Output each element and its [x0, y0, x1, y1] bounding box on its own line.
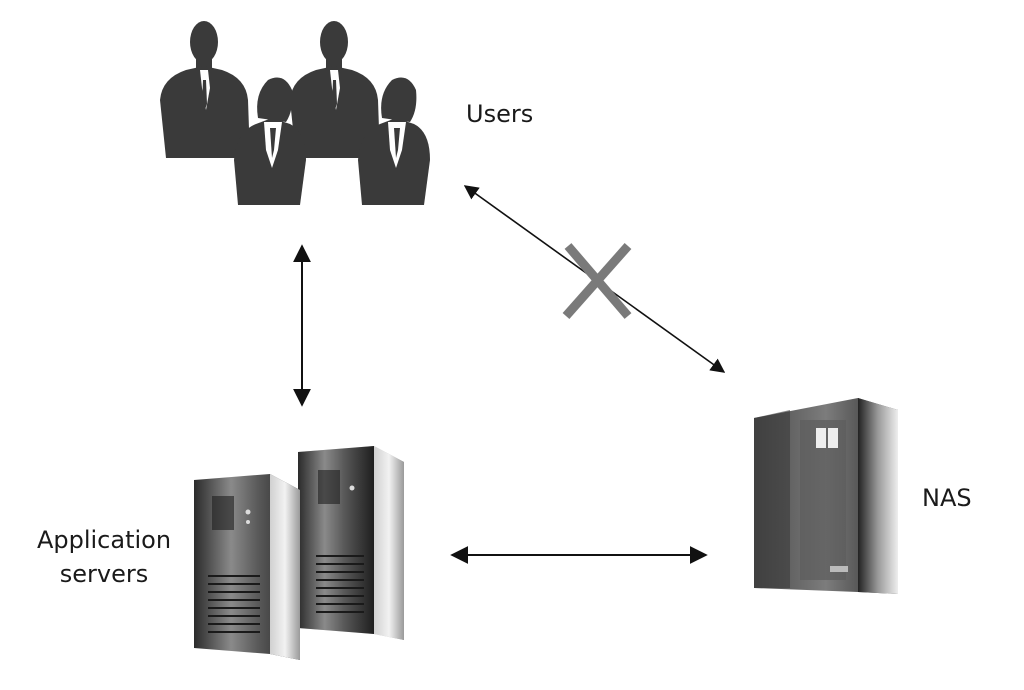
app-server-tower-back: [298, 446, 404, 640]
application-servers-label: Application servers: [36, 523, 172, 591]
woman-silhouette-2: [358, 77, 430, 205]
man-silhouette-1: [160, 21, 250, 158]
tower-server-icon: [194, 446, 404, 660]
man-silhouette-2: [290, 21, 380, 158]
nas-device-icon: [754, 398, 898, 594]
application-servers-label-line2: servers: [59, 560, 149, 588]
application-servers-label-line1: Application: [36, 526, 172, 554]
users-label: Users: [466, 100, 534, 128]
users-group-icon: [160, 21, 430, 205]
app-server-tower-front: [194, 474, 300, 660]
blocked-x-marker: [562, 243, 632, 319]
woman-silhouette-1: [234, 77, 306, 205]
nas-label: NAS: [922, 484, 972, 512]
